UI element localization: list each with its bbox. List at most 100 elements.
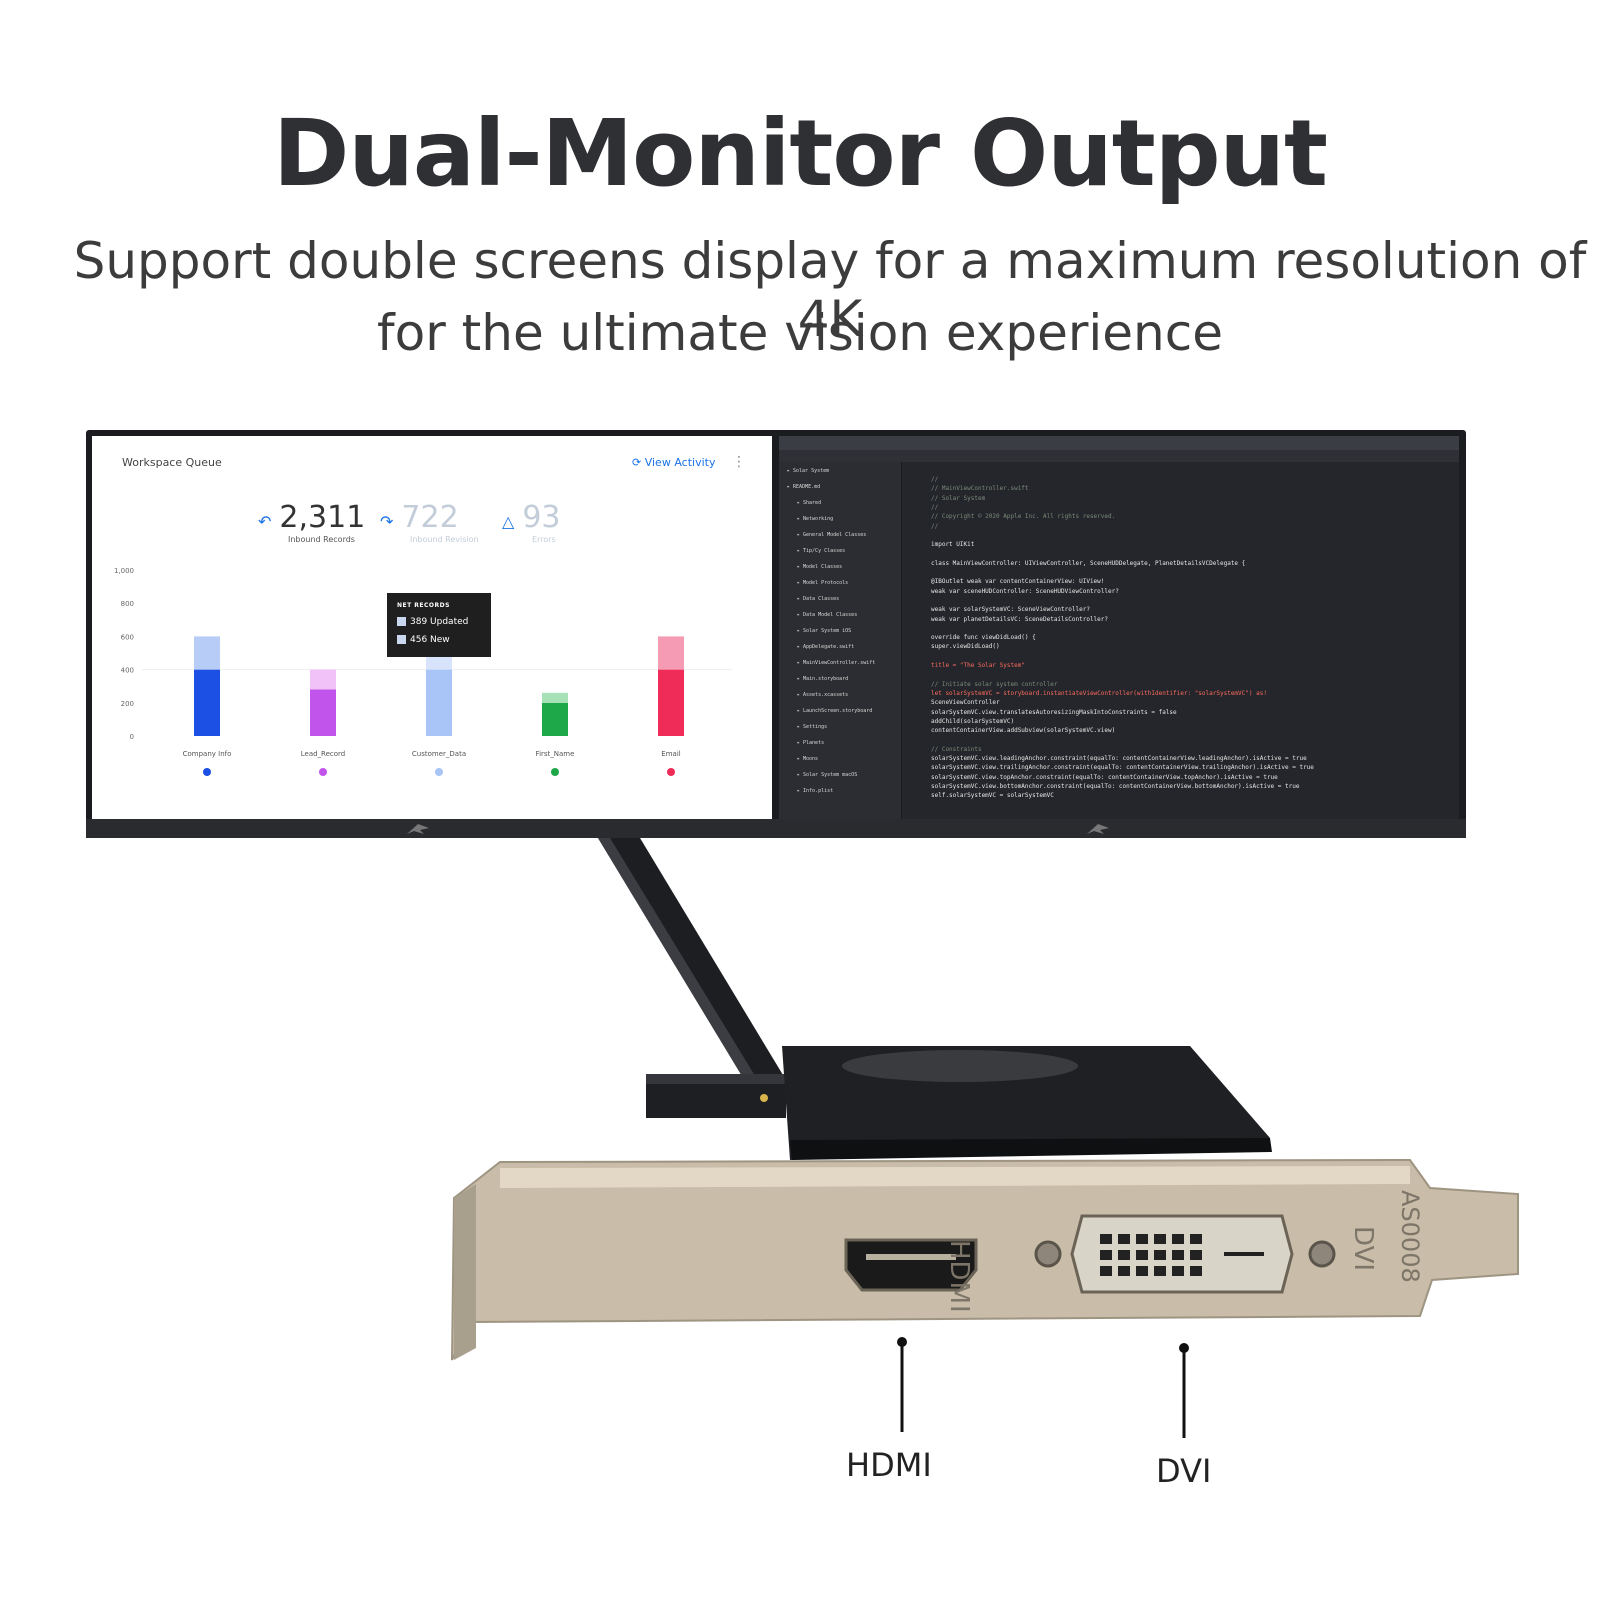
y-tick-label: 200 xyxy=(121,700,134,708)
hdmi-label: HDMI xyxy=(846,1446,932,1484)
bar-base[interactable] xyxy=(194,669,220,736)
bar-top[interactable] xyxy=(542,692,568,703)
monitor: Workspace Queue ⟳ View Activity ⋮ ↶2,311… xyxy=(86,430,1466,838)
y-tick-label: 400 xyxy=(121,667,134,675)
left-screen: Workspace Queue ⟳ View Activity ⋮ ↶2,311… xyxy=(92,436,772,819)
code-line: solarSystemVC.view.bottomAnchor.constrai… xyxy=(931,782,1300,790)
x-tick-label: First_Name xyxy=(536,750,575,758)
tooltip-row: 389 Updated xyxy=(397,617,468,627)
tree-item[interactable]: ▸ Moons xyxy=(797,756,819,762)
code-line: override func viewDidLoad() { xyxy=(931,634,1036,642)
tree-item[interactable]: ▸ Main.storyboard xyxy=(797,676,849,682)
code-line: weak var solarSystemVC: SceneViewControl… xyxy=(931,606,1090,614)
x-tick-label: Customer_Data xyxy=(412,750,466,758)
chart-tooltip: NET RECORDS 389 Updated 456 New xyxy=(387,593,491,657)
code-line: weak var planetDetailsVC: SceneDetailsCo… xyxy=(931,615,1109,623)
bracket-marking: AS0008 xyxy=(1396,1190,1424,1283)
bracket-label-hdmi: HDMI xyxy=(944,1240,974,1314)
tree-item[interactable]: ▸ Assets.xcassets xyxy=(797,692,849,698)
tree-item[interactable]: ▸ Tip/Cy Classes xyxy=(797,548,846,554)
code-line: // Solar System xyxy=(931,494,986,502)
tree-item[interactable]: ▸ LaunchScreen.storyboard xyxy=(797,708,873,714)
tree-item[interactable]: ▸ Model Protocols xyxy=(797,580,849,586)
x-tick-label: Company Info xyxy=(183,750,232,758)
view-activity-link[interactable]: ⟳ View Activity xyxy=(632,456,716,469)
hdmi-port xyxy=(844,1238,978,1292)
y-tick-label: 800 xyxy=(121,600,134,608)
tree-item[interactable]: ▸ Solar System macOS xyxy=(797,772,858,778)
stat-inbound-revision: ↷722 Inbound Revision xyxy=(380,500,479,544)
headline: Dual-Monitor Output xyxy=(272,100,1328,207)
tree-item[interactable]: ▸ Data Model Classes xyxy=(797,612,858,618)
code-line: solarSystemVC.view.topAnchor.constraint(… xyxy=(931,773,1278,781)
bar-base[interactable] xyxy=(426,669,452,736)
code-line: // MainViewController.swift xyxy=(931,485,1029,493)
tree-item[interactable]: ▸ Solar System iOS xyxy=(797,628,852,634)
monitor-logo-icon xyxy=(1087,824,1109,834)
card-fan xyxy=(842,1050,1078,1082)
project-navigator xyxy=(779,462,902,819)
code-line: @IBOutlet weak var contentContainerView:… xyxy=(931,578,1105,586)
tree-item[interactable]: ▸ README.md xyxy=(787,484,821,490)
editor-tabbar xyxy=(779,450,1459,462)
dvi-screw-left xyxy=(1034,1240,1062,1268)
bar-base[interactable] xyxy=(310,689,336,736)
y-tick-label: 600 xyxy=(121,633,134,641)
tree-item[interactable]: ▸ MainViewController.swift xyxy=(797,660,876,666)
monitor-stand-neck-edge xyxy=(598,838,760,1086)
code-line: contentContainerView.addSubview(solarSys… xyxy=(931,727,1116,735)
tree-item[interactable]: ▸ Shared xyxy=(797,500,822,506)
undo-icon: ↶ xyxy=(258,512,272,531)
stat-inbound-records: ↶2,311 Inbound Records xyxy=(258,500,366,544)
right-screen-code-editor: ▸ Solar System ▸ README.md ▸ Shared ▸ Netwo… xyxy=(779,436,1459,819)
warning-icon: △ xyxy=(502,512,515,531)
bar-top[interactable] xyxy=(194,636,220,670)
code-line: let solarSystemVC = storyboard.instantia… xyxy=(931,689,1267,697)
code-line: solarSystemVC.view.translatesAutoresizin… xyxy=(931,708,1177,716)
code-line: // Initiate solar system controller xyxy=(931,680,1058,688)
tree-item[interactable]: ▸ Model Classes xyxy=(797,564,843,570)
bar-top[interactable] xyxy=(310,669,336,690)
tree-item[interactable]: ▸ Networking xyxy=(797,516,834,522)
tree-item[interactable]: ▸ Info.plist xyxy=(797,788,834,794)
tree-item[interactable]: ▸ Data Classes xyxy=(797,596,840,602)
source-logo-icon xyxy=(435,768,443,776)
bar-base[interactable] xyxy=(658,669,684,736)
code-line: // Copyright © 2020 Apple Inc. All right… xyxy=(931,513,1116,521)
monitor-logo-icon xyxy=(407,824,429,834)
x-tick-label: Email xyxy=(661,750,680,758)
refresh-icon: ⟳ xyxy=(632,456,642,469)
x-tick-label: Lead_Record xyxy=(301,750,346,758)
code-line: weak var sceneHUDController: SceneHUDVie… xyxy=(931,587,1119,595)
code-line: import UIKit xyxy=(931,541,975,549)
code-line: // xyxy=(931,522,939,530)
code-line: // xyxy=(931,476,939,483)
subheadline-line-2: for the ultimate vision experience xyxy=(377,304,1223,362)
source-logo-icon xyxy=(551,768,559,776)
dvi-label: DVI xyxy=(1156,1452,1212,1490)
tree-item[interactable]: ▸ Settings xyxy=(797,724,828,730)
tree-item[interactable]: ▸ Planets xyxy=(797,740,825,746)
tree-item[interactable]: ▸ General Model Classes xyxy=(797,532,867,538)
tree-item[interactable]: ▸ AppDelegate.swift xyxy=(797,644,855,650)
editor-toolbar xyxy=(779,436,1459,450)
tooltip-row: 456 New xyxy=(397,635,450,645)
bracket-label-dvi: DVI xyxy=(1348,1226,1378,1272)
dvi-screw-right xyxy=(1308,1240,1336,1268)
source-logo-icon xyxy=(667,768,675,776)
code-line: // xyxy=(931,503,939,511)
stand-light xyxy=(760,1094,768,1102)
subheadline-line-1: Support double screens display for a max… xyxy=(73,232,1587,348)
bar-base[interactable] xyxy=(542,702,568,736)
y-tick-label: 0 xyxy=(130,733,134,741)
source-logo-icon xyxy=(319,768,327,776)
code-line: solarSystemVC.view.trailingAnchor.constr… xyxy=(931,764,1314,772)
more-options-icon[interactable]: ⋮ xyxy=(732,454,746,470)
workspace-queue-title: Workspace Queue xyxy=(122,456,222,469)
bar-top[interactable] xyxy=(658,636,684,670)
stat-errors: △93 Errors xyxy=(502,500,561,544)
code-line: class MainViewController: UIViewControll… xyxy=(931,559,1246,567)
code-line: super.viewDidLoad() xyxy=(931,643,1000,651)
tree-item[interactable]: ▸ Solar System xyxy=(787,468,830,474)
